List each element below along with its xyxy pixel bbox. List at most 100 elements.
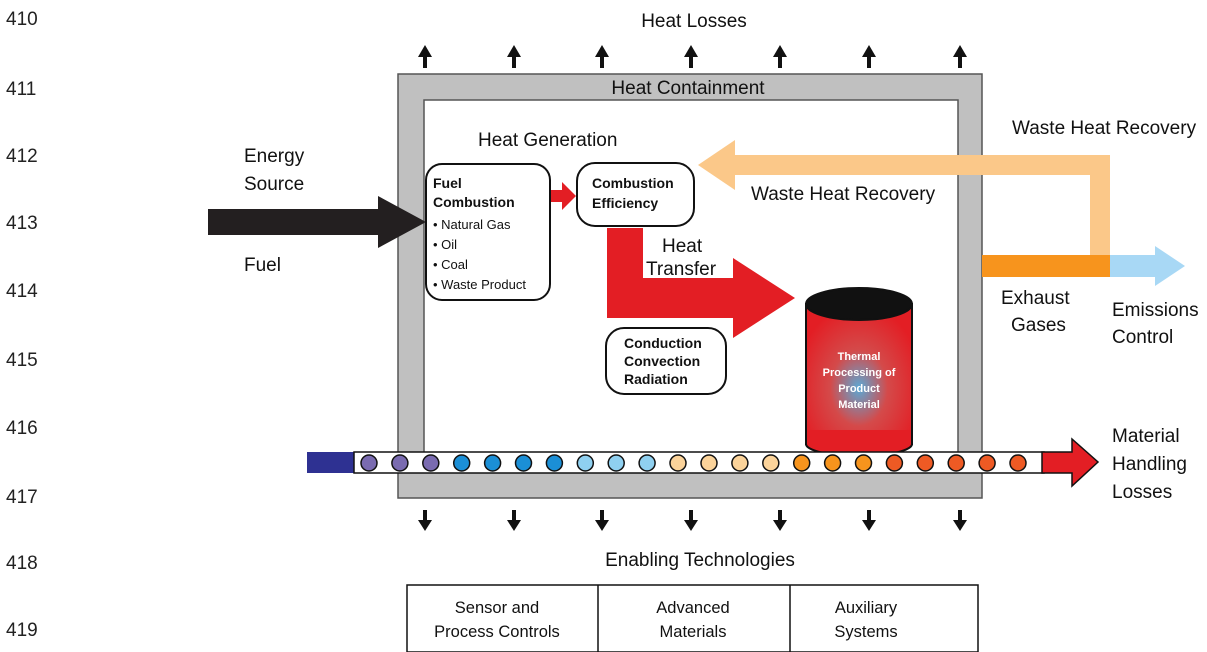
mechanism-text: Radiation [624,371,688,387]
exhaust-gases-label: Gases [1011,315,1066,336]
line-number: 414 [6,281,38,302]
combustion-efficiency-text: Efficiency [592,195,658,211]
cylinder-text: Material [838,399,880,411]
svg-text:Process Controls: Process Controls [434,623,560,641]
line-number: 410 [6,9,38,30]
down-arrow-icon [507,510,521,531]
conveyor-dot [885,454,904,472]
emissions-control-label: Control [1112,327,1173,348]
conveyor-dot [514,454,533,472]
conveyor-dot [391,454,409,472]
fuel-type-item: • Natural Gas [433,217,511,232]
line-number: 416 [6,418,38,439]
heat-transfer-label: Heat [662,236,703,257]
combustion-arrow [551,182,576,210]
conveyor-dot [545,454,564,472]
enabling-technologies-label: Enabling Technologies [605,550,795,571]
conveyor-dot [638,454,656,472]
down-arrow-icon [684,510,698,531]
conveyor-dot [916,454,935,472]
energy-source-label: Source [244,174,304,195]
conveyor-dot [731,454,749,472]
exhaust-gases-label: Exhaust [1001,288,1070,309]
heat-losses-label: Heat Losses [641,11,747,32]
emissions-control-label: Emissions [1112,300,1199,321]
fuel-input-arrow [208,196,426,248]
line-number: 417 [6,487,38,508]
conveyor-dot [1009,454,1027,472]
conveyor-dot [762,454,780,472]
heat-containment-label: Heat Containment [611,78,765,99]
heat-transfer-arrow [607,228,795,338]
fuel-type-item: • Oil [433,237,457,252]
line-number: 415 [6,350,38,371]
conveyor-dot [700,454,718,472]
cylinder-text: Product [838,383,880,395]
conveyor-dot [854,454,873,472]
energy-source-label: Energy [244,146,305,167]
svg-text:Sensor and: Sensor and [455,599,539,617]
conveyor-dot [452,454,471,472]
svg-text:Auxiliary: Auxiliary [835,599,898,617]
technologies-table: Sensor and Process Controls Advanced Mat… [406,584,979,652]
conveyor-dot [360,454,378,472]
fuel-combustion-box: Fuel Combustion • Natural Gas • Oil • Co… [425,163,551,301]
waste-heat-recovery-outer-label: Waste Heat Recovery [1012,118,1197,139]
material-handling-losses-label: Handling [1112,454,1187,475]
cylinder-text: Thermal [838,351,881,363]
material-handling-arrow [1041,437,1100,488]
technology-cell: Advanced Materials [656,599,729,641]
material-conveyor [307,437,1100,488]
up-arrow-icon [953,45,967,68]
conveyor-dot [669,454,687,472]
mechanism-text: Convection [624,353,700,369]
svg-text:Materials: Materials [660,623,727,641]
heat-transfer-mechanisms-box: Conduction Convection Radiation [605,327,727,395]
conveyor-dot [792,454,811,472]
material-handling-losses-label: Material [1112,426,1180,447]
up-arrow-icon [862,45,876,68]
down-arrow-icon [773,510,787,531]
svg-text:Advanced: Advanced [656,599,729,617]
up-arrow-icon [418,45,432,68]
conveyor-dot [978,454,996,472]
conveyor-dot [607,454,625,472]
up-arrow-icon [507,45,521,68]
conveyor-dot [947,454,965,472]
thermal-processing-cylinder: Thermal Processing of Product Material [805,287,913,457]
line-number: 411 [6,79,37,100]
line-numbers: 410 411 412 413 414 415 416 417 418 419 [0,0,60,652]
technology-cell: Auxiliary Systems [834,599,898,641]
mechanism-text: Conduction [624,335,702,351]
down-arrow-icon [418,510,432,531]
technology-cell: Sensor and Process Controls [434,599,560,641]
line-number: 419 [6,620,38,641]
conveyor-dot [422,454,440,472]
waste-heat-recovery-loop [698,140,1185,286]
up-arrow-icon [684,45,698,68]
line-number: 412 [6,146,38,167]
conveyor-dot [483,454,502,472]
fuel-label: Fuel [244,255,281,276]
up-arrow-icon [595,45,609,68]
heat-loss-arrows [418,45,967,68]
cylinder-text: Processing of [823,367,896,379]
conveyor-dot [576,454,595,472]
up-arrow-icon [773,45,787,68]
waste-heat-recovery-inner-label: Waste Heat Recovery [751,184,936,205]
material-handling-losses-label: Losses [1112,482,1172,503]
heat-transfer-label: Transfer [646,259,717,280]
fuel-type-item: • Coal [433,257,468,272]
combustion-efficiency-text: Combustion [592,175,674,191]
down-arrow-icon [953,510,967,531]
conveyor-dot [823,454,842,472]
conveyor-dots [360,454,1027,472]
line-number: 418 [6,553,38,574]
fuel-type-item: • Waste Product [433,277,526,292]
heat-generation-label: Heat Generation [478,130,617,151]
down-arrow-icon [595,510,609,531]
line-number: 413 [6,213,38,234]
combustion-efficiency-box: Combustion Efficiency [576,162,695,227]
down-arrow-icon [862,510,876,531]
